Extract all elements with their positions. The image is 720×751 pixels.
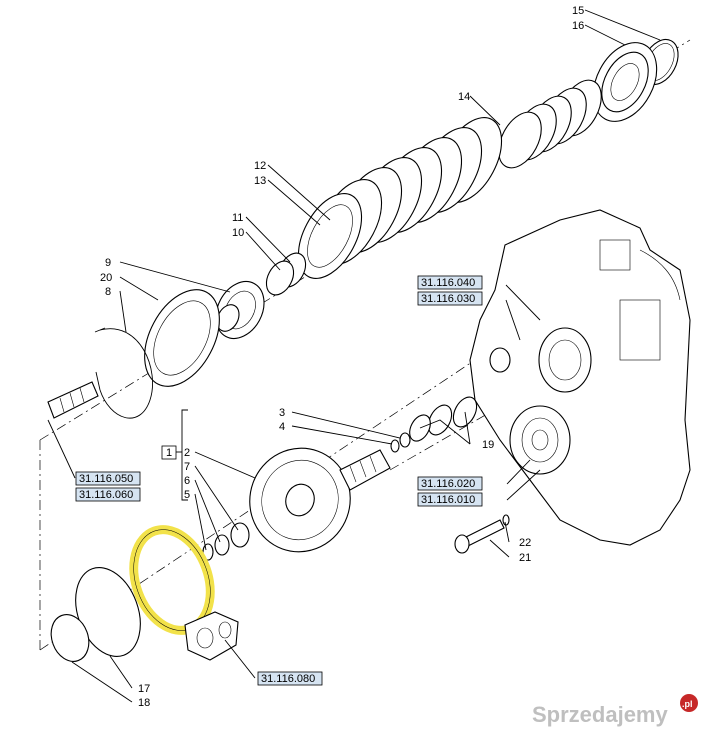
callout-numbers: 15 16 14 12 13 11 10 9 20 8 3 4 19 1 2 7… — [100, 5, 584, 709]
circlip-8[interactable] — [94, 327, 153, 419]
watermark-badge-icon — [680, 694, 698, 712]
callout-13: 13 — [254, 175, 266, 187]
callout-3: 3 — [279, 407, 285, 419]
ref-box-080[interactable] — [257, 671, 323, 686]
callout-5: 5 — [184, 489, 190, 501]
ref-box-050[interactable] — [75, 471, 141, 486]
ref-31-116-080[interactable]: 31.116.080 — [261, 673, 315, 685]
callout-4: 4 — [279, 421, 285, 433]
callout-20: 20 — [100, 272, 112, 284]
ref-31-116-060[interactable]: 31.116.060 — [79, 489, 133, 501]
ref-box-030[interactable] — [417, 291, 483, 306]
ref-box-040[interactable] — [417, 275, 483, 290]
callout-18: 18 — [138, 697, 150, 709]
bolt-21[interactable] — [454, 519, 505, 554]
callout-6: 6 — [184, 475, 190, 487]
callout-16: 16 — [572, 20, 584, 32]
callout-1: 1 — [166, 447, 172, 459]
ref-box-060[interactable] — [75, 487, 141, 502]
callout-10: 10 — [232, 227, 244, 239]
o-rings-19[interactable] — [405, 393, 481, 444]
watermark-suffix: .pl — [682, 699, 693, 709]
callout-14: 14 — [458, 91, 470, 103]
callout-17: 17 — [138, 683, 150, 695]
ref-31-116-010[interactable]: 31.116.010 — [421, 494, 475, 506]
callout-7: 7 — [184, 461, 190, 473]
snap-rings-10-11[interactable] — [261, 248, 311, 299]
callout-15: 15 — [572, 5, 584, 17]
ring-18[interactable] — [45, 609, 95, 666]
piston-16[interactable] — [581, 32, 670, 132]
ref-31-116-050[interactable]: 31.116.050 — [79, 473, 133, 485]
callout-11: 11 — [232, 212, 243, 224]
parts-5-6-7[interactable] — [202, 522, 250, 561]
band-actuator[interactable] — [184, 611, 239, 661]
watermark: Sprzedajemy .pl — [532, 694, 698, 727]
ref-31-116-030[interactable]: 31.116.030 — [421, 293, 475, 305]
spring-pack-14[interactable] — [490, 73, 610, 175]
leader-lines — [47, 9, 661, 703]
callout-21: 21 — [519, 552, 531, 564]
callout-2: 2 — [184, 447, 190, 459]
ref-31-116-040[interactable]: 31.116.040 — [421, 277, 475, 289]
ref-31-116-020[interactable]: 31.116.020 — [421, 478, 475, 490]
callout-8: 8 — [105, 286, 111, 298]
clutch-discs-12-13[interactable] — [285, 107, 514, 289]
ref-box-010[interactable] — [417, 492, 483, 507]
hub-gear-9[interactable] — [206, 273, 273, 347]
callout-9: 9 — [105, 257, 111, 269]
callout-12: 12 — [254, 160, 266, 172]
group-bracket — [176, 409, 188, 501]
callout-22: 22 — [519, 537, 531, 549]
callout-19: 19 — [482, 439, 494, 451]
rings-3-4[interactable] — [390, 432, 411, 453]
ref-box-020[interactable] — [417, 476, 483, 491]
callout-1-box — [161, 445, 177, 460]
disc-20[interactable] — [129, 277, 234, 399]
pin-22[interactable] — [502, 514, 510, 526]
transmission-housing[interactable] — [469, 209, 691, 546]
reference-links[interactable]: 31.116.040 31.116.030 31.116.050 31.116.… — [75, 275, 483, 686]
clutch-drum-2[interactable] — [235, 434, 391, 566]
input-shaft[interactable] — [47, 381, 99, 419]
watermark-text: Sprzedajemy — [532, 702, 668, 727]
